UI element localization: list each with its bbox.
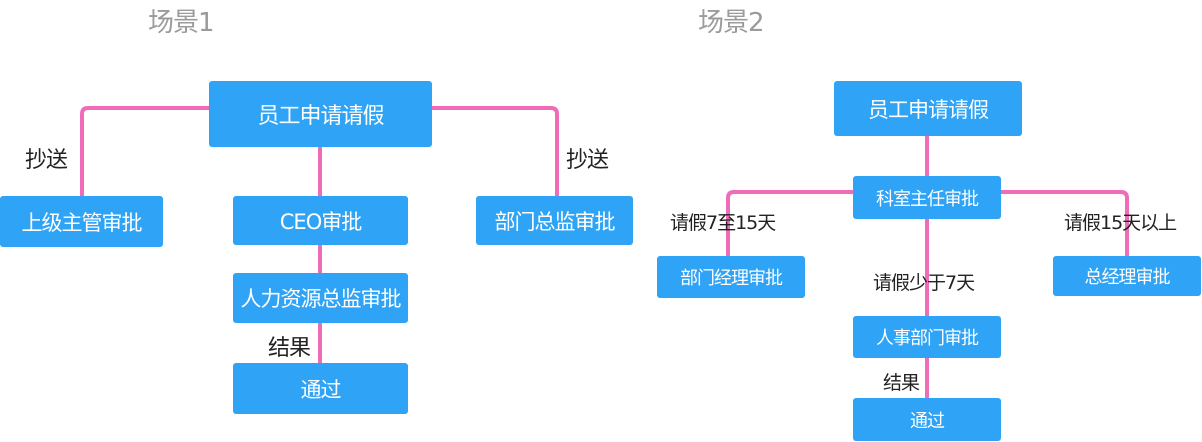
s2-7to15-days-label: 请假7至15天: [670, 212, 776, 234]
s2-under7-days-label: 请假少于7天: [873, 272, 975, 294]
s2-approved-node: 通过: [853, 398, 1001, 441]
s1-approved-node: 通过: [233, 363, 408, 414]
s1-cc-label-right: 抄送: [566, 148, 609, 173]
s1-root-to-right: [432, 106, 559, 196]
scene2-title: 场景2: [698, 8, 765, 38]
s2-dept-manager-approval-node: 部门经理审批: [657, 256, 805, 298]
s2-over15-days-label: 请假15天以上: [1064, 212, 1177, 234]
s2-general-manager-approval-node: 总经理审批: [1053, 256, 1201, 296]
s1-dept-director-approval-node: 部门总监审批: [476, 196, 633, 245]
s2-section-to-left: [726, 190, 853, 256]
s2-employee-request-node: 员工申请请假: [834, 81, 1022, 136]
s1-supervisor-approval-node: 上级主管审批: [0, 196, 163, 247]
s1-hr-director-approval-node: 人力资源总监审批: [233, 273, 408, 323]
s2-result-label: 结果: [883, 372, 920, 394]
s2-section-chief-approval-node: 科室主任审批: [853, 176, 1001, 219]
s2-section-to-right: [1001, 190, 1129, 256]
scene1-title: 场景1: [148, 8, 215, 38]
s2-hr-dept-approval-node: 人事部门审批: [853, 316, 1001, 358]
s1-employee-request-node: 员工申请请假: [209, 81, 432, 147]
s1-ceo-approval-node: CEO审批: [233, 196, 408, 245]
s1-root-to-left: [80, 106, 209, 196]
s1-cc-label-left: 抄送: [25, 148, 68, 173]
s1-result-label: 结果: [268, 336, 311, 361]
